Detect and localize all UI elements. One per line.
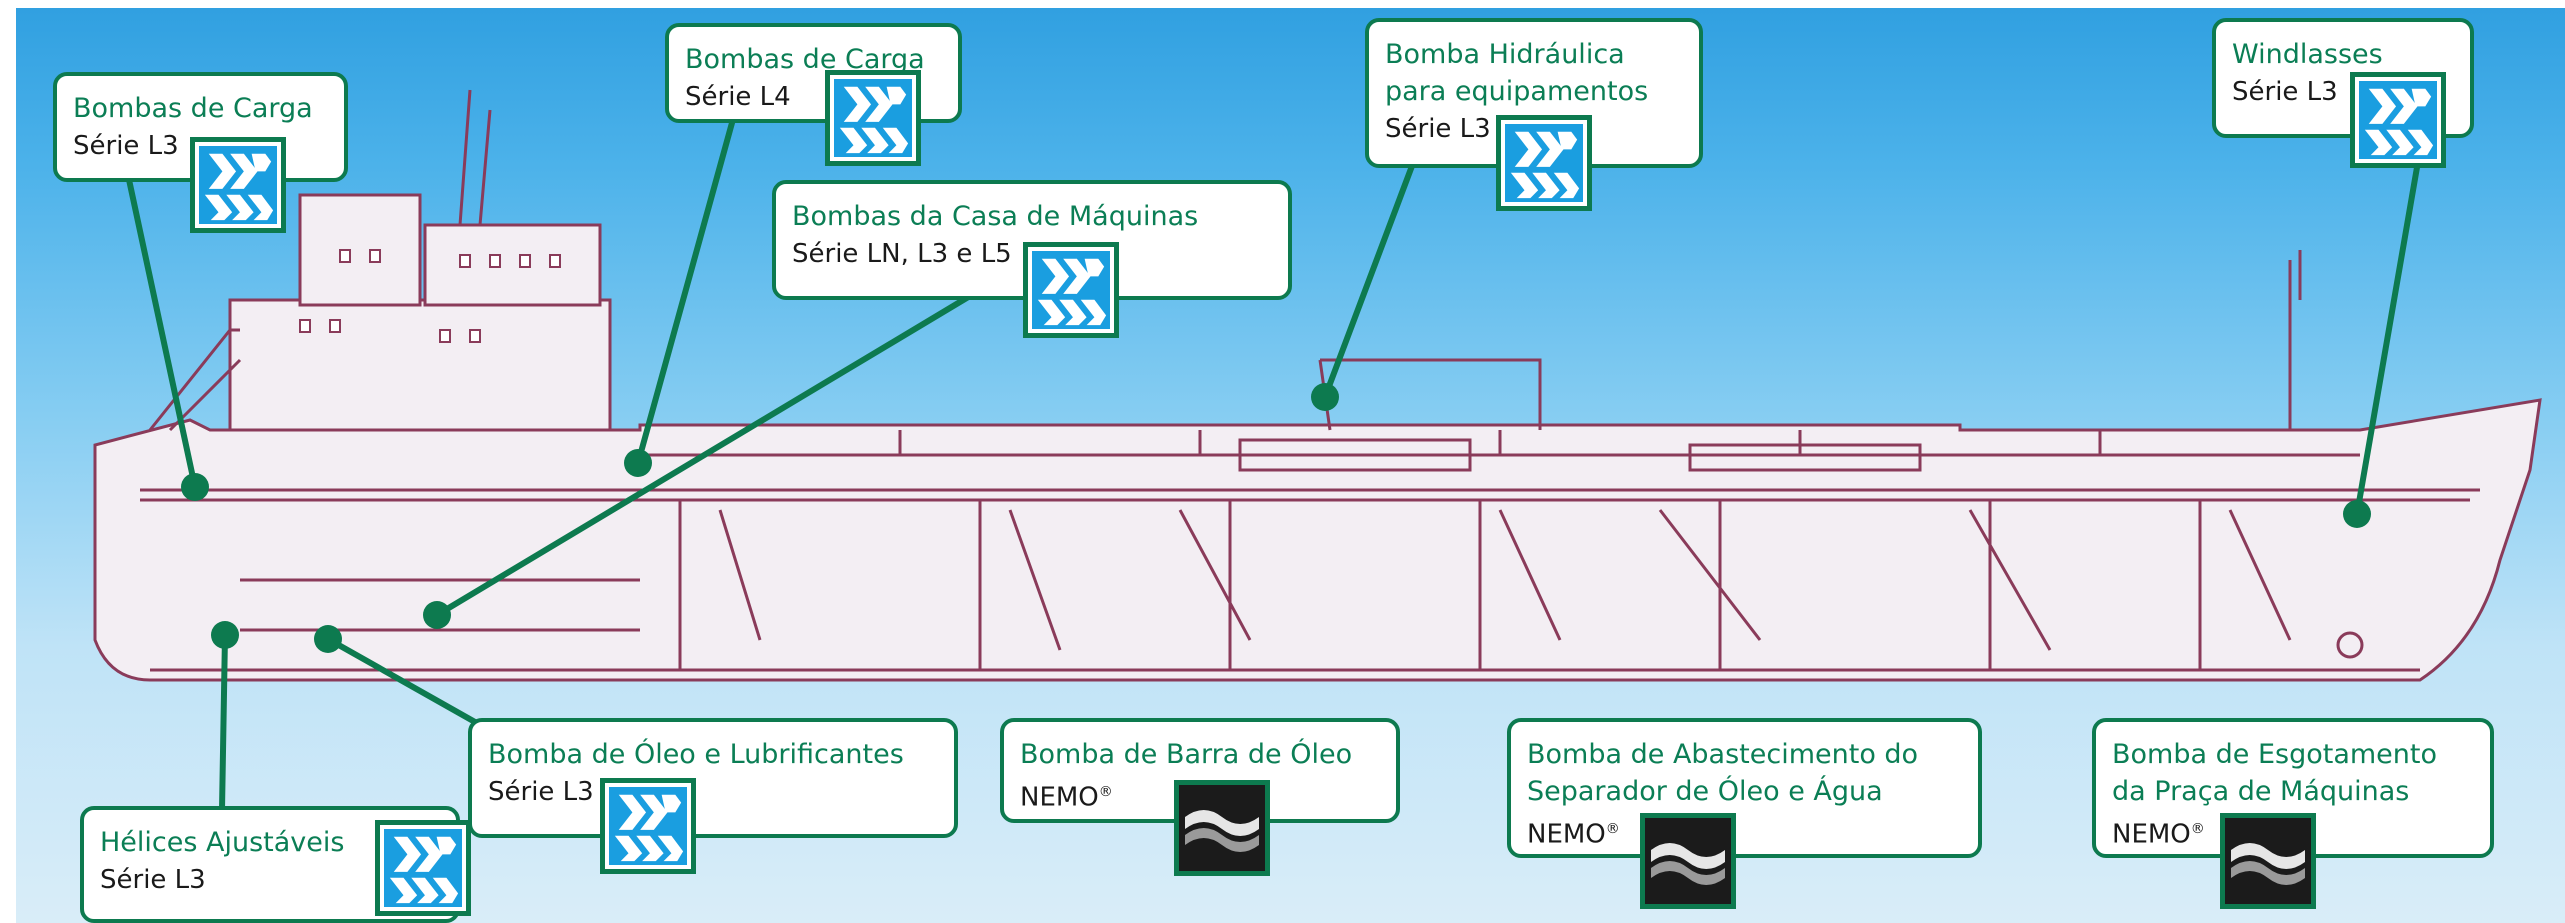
callout-casa-maquinas: Bombas da Casa de Máquinas Série LN, L3 … [772, 180, 1292, 300]
callout-series: NEMO® [1020, 773, 1380, 817]
leader-windlasses [2354, 147, 2423, 517]
leistritz-l-logo [375, 820, 471, 916]
nemo-wave-logo [1640, 813, 1736, 909]
callout-title: Windlasses [2232, 39, 2383, 70]
registered-mark: ® [1605, 821, 1620, 837]
anchor-dot-windlasses [2343, 500, 2371, 528]
callout-title-line2: para equipamentos [1385, 76, 1649, 107]
callout-series: NEMO® [2112, 810, 2474, 854]
leistritz-l-logo [190, 137, 286, 233]
callout-title-line2: da Praça de Máquinas [2112, 776, 2410, 807]
nemo-wave-logo-graphic [1645, 818, 1731, 904]
callout-series: Série L3 [488, 777, 594, 807]
anchor-dot-bombas-carga-l4 [624, 449, 652, 477]
anchor-dot-oleo [314, 625, 342, 653]
callout-separador: Bomba de Abastecimento do Separador de Ó… [1507, 718, 1982, 858]
leistritz-l-logo-graphic [199, 146, 277, 224]
callout-series: Série L4 [685, 82, 791, 112]
callout-title: Hélices Ajustáveis [100, 827, 345, 858]
callout-title: Bomba de Óleo e Lubrificantes [488, 739, 904, 770]
callout-title-line1: Bomba de Abastecimento do [1527, 739, 1919, 770]
registered-mark: ® [2190, 821, 2205, 837]
callout-title-line2: Separador de Óleo e Água [1527, 776, 1883, 807]
registered-mark: ® [1098, 784, 1113, 800]
anchor-dot-bombas-carga-l3 [181, 473, 209, 501]
callout-series: Série L3 [2232, 77, 2338, 107]
callout-series: Série L3 [100, 865, 206, 895]
nemo-brand-text: NEMO [2112, 819, 2191, 850]
callout-series: Série LN, L3 e L5 [792, 239, 1012, 269]
callout-series: NEMO® [1527, 810, 1962, 854]
callout-title-line1: Bomba Hidráulica [1385, 39, 1625, 70]
nemo-wave-logo-graphic [2225, 818, 2311, 904]
leader-bombas-carga-l3 [125, 172, 198, 490]
leistritz-l-logo [825, 70, 921, 166]
callout-oleo-lubrificantes: Bomba de Óleo e Lubrificantes Série L3 [468, 718, 958, 838]
anchor-dot-casa-maquinas [423, 601, 451, 629]
leistritz-l-logo-graphic [384, 829, 462, 907]
leader-helices [219, 632, 228, 813]
leistritz-l-logo-graphic [2359, 81, 2437, 159]
nemo-wave-logo [2220, 813, 2316, 909]
leistritz-l-logo [2350, 72, 2446, 168]
leistritz-l-logo-graphic [609, 787, 687, 865]
callout-title-line1: Bomba de Esgotamento [2112, 739, 2437, 770]
nemo-brand-text: NEMO [1527, 819, 1606, 850]
callout-series: Série L3 [73, 131, 179, 161]
leistritz-l-logo-graphic [834, 79, 912, 157]
leader-hidraulica [1322, 155, 1418, 400]
nemo-brand-text: NEMO [1020, 782, 1099, 813]
leistritz-l-logo [1023, 242, 1119, 338]
leistritz-l-logo-graphic [1505, 124, 1583, 202]
callout-title: Bombas da Casa de Máquinas [792, 201, 1199, 232]
nemo-wave-logo-graphic [1179, 785, 1265, 871]
leistritz-l-logo [600, 778, 696, 874]
leistritz-l-logo [1496, 115, 1592, 211]
anchor-dot-hidraulica [1311, 383, 1339, 411]
callout-title: Bomba de Barra de Óleo [1020, 739, 1353, 770]
leader-oleo [325, 636, 478, 725]
callout-series: Série L3 [1385, 114, 1491, 144]
leader-bombas-carga-l4 [635, 109, 738, 466]
nemo-wave-logo [1174, 780, 1270, 876]
callout-title: Bombas de Carga [685, 44, 925, 75]
leader-casa-maquinas [434, 275, 1003, 618]
anchor-dot-helices [211, 621, 239, 649]
callout-title: Bombas de Carga [73, 93, 313, 124]
leistritz-l-logo-graphic [1032, 251, 1110, 329]
